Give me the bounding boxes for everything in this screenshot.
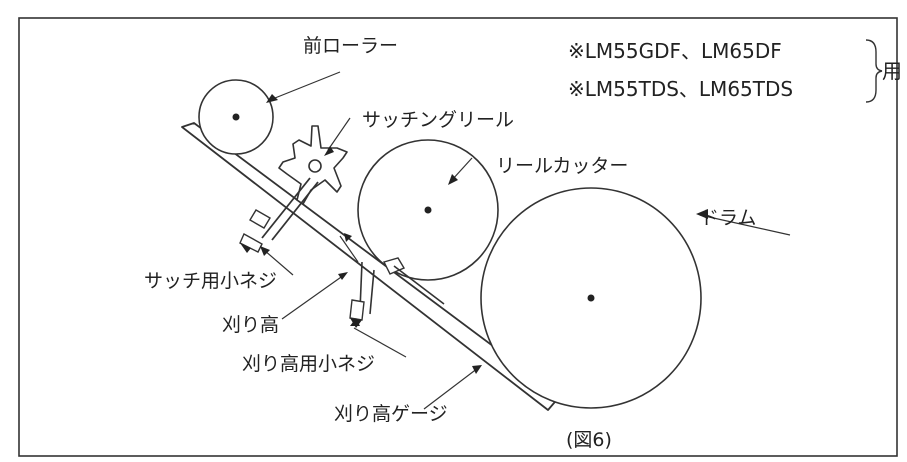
drum (480, 187, 702, 409)
label-front-roller: 前ローラー (303, 35, 398, 57)
model-brace (865, 39, 883, 103)
reel-cutter (357, 139, 499, 281)
cutting-height-dimension (339, 233, 359, 263)
leader-lines (263, 71, 791, 410)
model-suffix: 用 (882, 59, 902, 83)
diagram-border (18, 17, 898, 457)
model-line-2: ※LM55TDS、LM65TDS (568, 77, 793, 101)
label-drum: ドラム (700, 207, 756, 229)
label-cutting-height: 刈り高 (222, 314, 279, 336)
cutting-height-screw (349, 299, 365, 328)
thatch-screw (239, 233, 263, 253)
label-thatching-reel: サッチングリール (362, 109, 514, 131)
label-cutting-height-screw: 刈り高用小ネジ (242, 353, 375, 375)
leader-arrowheads (260, 94, 708, 374)
label-reel-cutter: リールカッター (496, 155, 628, 177)
cutting-height-bracket (359, 257, 445, 315)
front-roller (198, 79, 274, 155)
figure-caption: (図6) (566, 429, 612, 451)
model-line-1: ※LM55GDF、LM65DF (568, 39, 782, 63)
label-thatch-screw: サッチ用小ネジ (144, 270, 277, 292)
label-cutting-height-gauge: 刈り高ゲージ (334, 403, 448, 425)
thatch-arm (249, 177, 319, 241)
